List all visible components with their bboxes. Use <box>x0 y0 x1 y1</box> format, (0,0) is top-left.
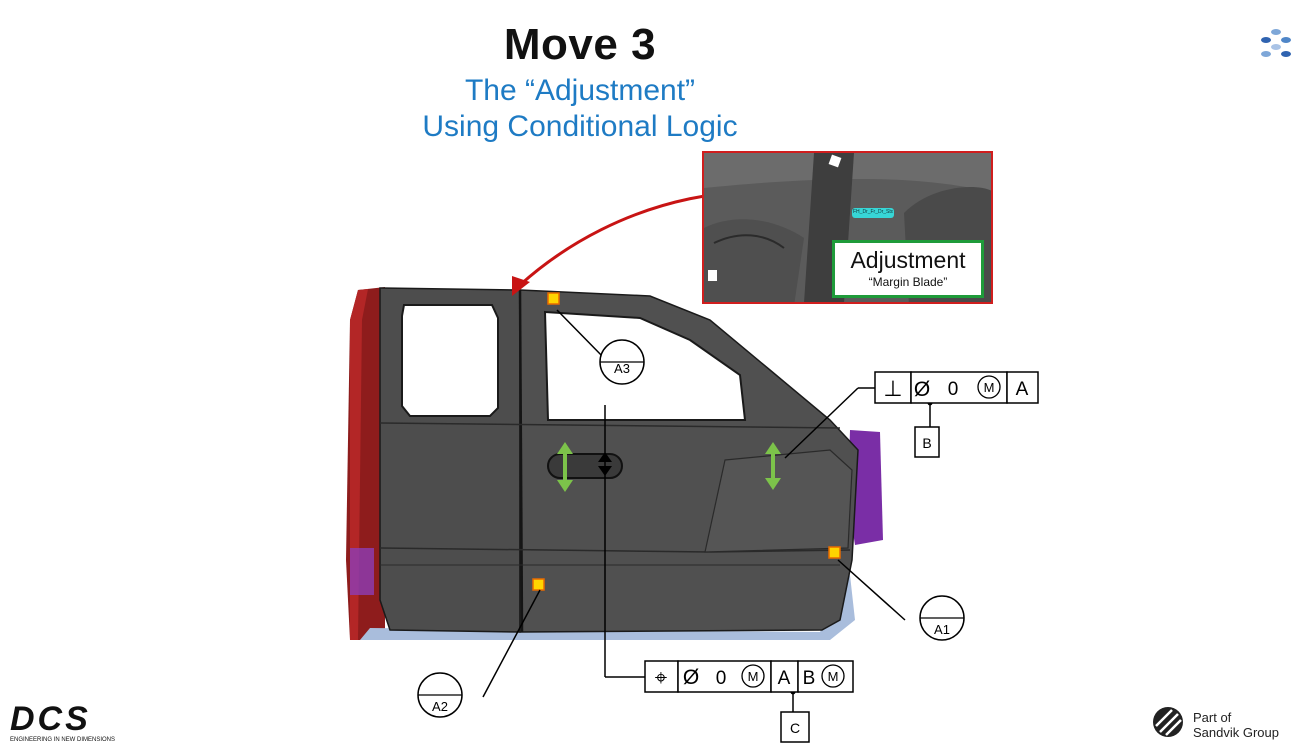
adjustment-callout-subtitle: “Margin Blade” <box>868 275 948 289</box>
fcf-bottom-symbol: ⌖ <box>655 665 667 690</box>
sill-panel <box>360 575 855 640</box>
datum-marker-a3 <box>547 292 560 305</box>
fcf-top-below-datum: B <box>922 435 931 451</box>
fcf-bottom-tolerance: 0 <box>716 668 727 689</box>
fcf-bottom-datum-b: B <box>803 668 816 689</box>
slide-title: Move 3 <box>503 20 657 69</box>
fcf-bottom-modifier: M <box>748 669 759 684</box>
fcf-bottom-datum-b-modifier: M <box>828 669 839 684</box>
dcs-logo: DCS ENGINEERING IN NEW DIMENSIONS <box>10 700 135 748</box>
datum-marker-a2 <box>532 578 545 591</box>
datum-label-a2: A2 <box>432 699 448 714</box>
sandvik-text: Part of Sandvik Group <box>1193 710 1279 740</box>
fcf-top-tolerance: 0 <box>948 379 959 400</box>
fcf-bottom-datum-a: A <box>778 668 791 689</box>
inset-feature-tag: FH_Dr_Fr_Dr_Sbs_Nm <box>853 209 893 215</box>
datum-marker-a1 <box>828 546 841 559</box>
fcf-top-modifier: M <box>984 380 995 395</box>
fcf-bottom-below-datum: C <box>790 720 800 736</box>
sandvik-globe-icon <box>1153 707 1183 737</box>
rear-window <box>401 304 499 417</box>
sandvik-line1: Part of <box>1193 710 1232 725</box>
adjustment-callout-title: Adjustment <box>850 247 966 273</box>
fcf-bottom-diameter: Ø <box>683 666 699 689</box>
dcs-logo-text: DCS <box>10 700 91 738</box>
fcf-top-symbol: ⊥ <box>883 376 902 401</box>
slide-subtitle-line1: The “Adjustment” <box>464 74 696 107</box>
slide-subtitle-line2: Using Conditional Logic <box>422 110 738 143</box>
sandvik-dots-icon <box>1261 29 1291 57</box>
datum-label-a3: A3 <box>614 361 630 376</box>
front-window <box>543 310 747 421</box>
fcf-top-datum-a: A <box>1016 379 1029 400</box>
fcf-top-diameter: Ø <box>914 378 930 401</box>
datum-label-a1: A1 <box>934 622 950 637</box>
up-down-arrow-icon <box>557 442 781 492</box>
dcs-tagline: ENGINEERING IN NEW DIMENSIONS <box>10 737 116 743</box>
adjustment-callout: Adjustment “Margin Blade” <box>832 240 984 298</box>
sandvik-line2: Sandvik Group <box>1193 725 1279 740</box>
